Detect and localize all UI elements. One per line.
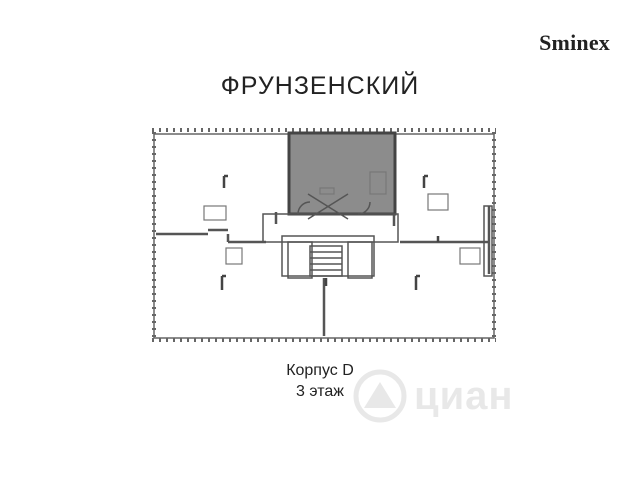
fixtures bbox=[203, 171, 481, 265]
watermark-text: циан bbox=[414, 373, 514, 418]
brand-logo: Sminex bbox=[539, 30, 610, 55]
highlighted-apartment[interactable] bbox=[287, 131, 397, 216]
building-label: Корпус D bbox=[286, 362, 354, 379]
complex-title: ФРУНЗЕНСКИЙ bbox=[220, 72, 420, 100]
right-shaft bbox=[483, 205, 493, 277]
interior-walls bbox=[156, 206, 491, 336]
columns bbox=[220, 174, 440, 290]
floor-caption: Корпус D 3 этаж bbox=[0, 360, 640, 402]
cian-watermark: циан bbox=[352, 368, 562, 424]
floor-label: 3 этаж bbox=[296, 383, 344, 400]
facade-windows bbox=[152, 128, 496, 342]
cian-logo-icon bbox=[353, 369, 407, 423]
floor-plan bbox=[152, 128, 496, 342]
building-core bbox=[262, 193, 399, 279]
